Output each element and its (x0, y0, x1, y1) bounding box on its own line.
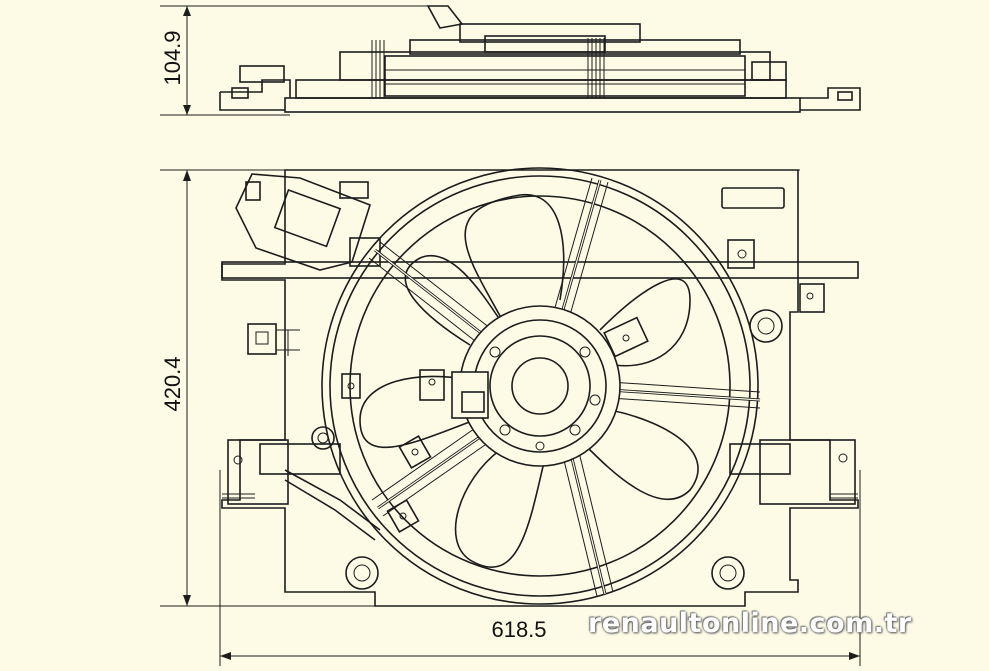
dimension-width-front: 618.5 (491, 617, 546, 642)
dimension-height-front: 420.4 (160, 356, 185, 411)
front-view (160, 167, 861, 666)
dimension-height-side: 104.9 (160, 30, 185, 85)
side-view (160, 5, 861, 116)
watermark-text: renaultonline.com.tr (588, 608, 912, 639)
